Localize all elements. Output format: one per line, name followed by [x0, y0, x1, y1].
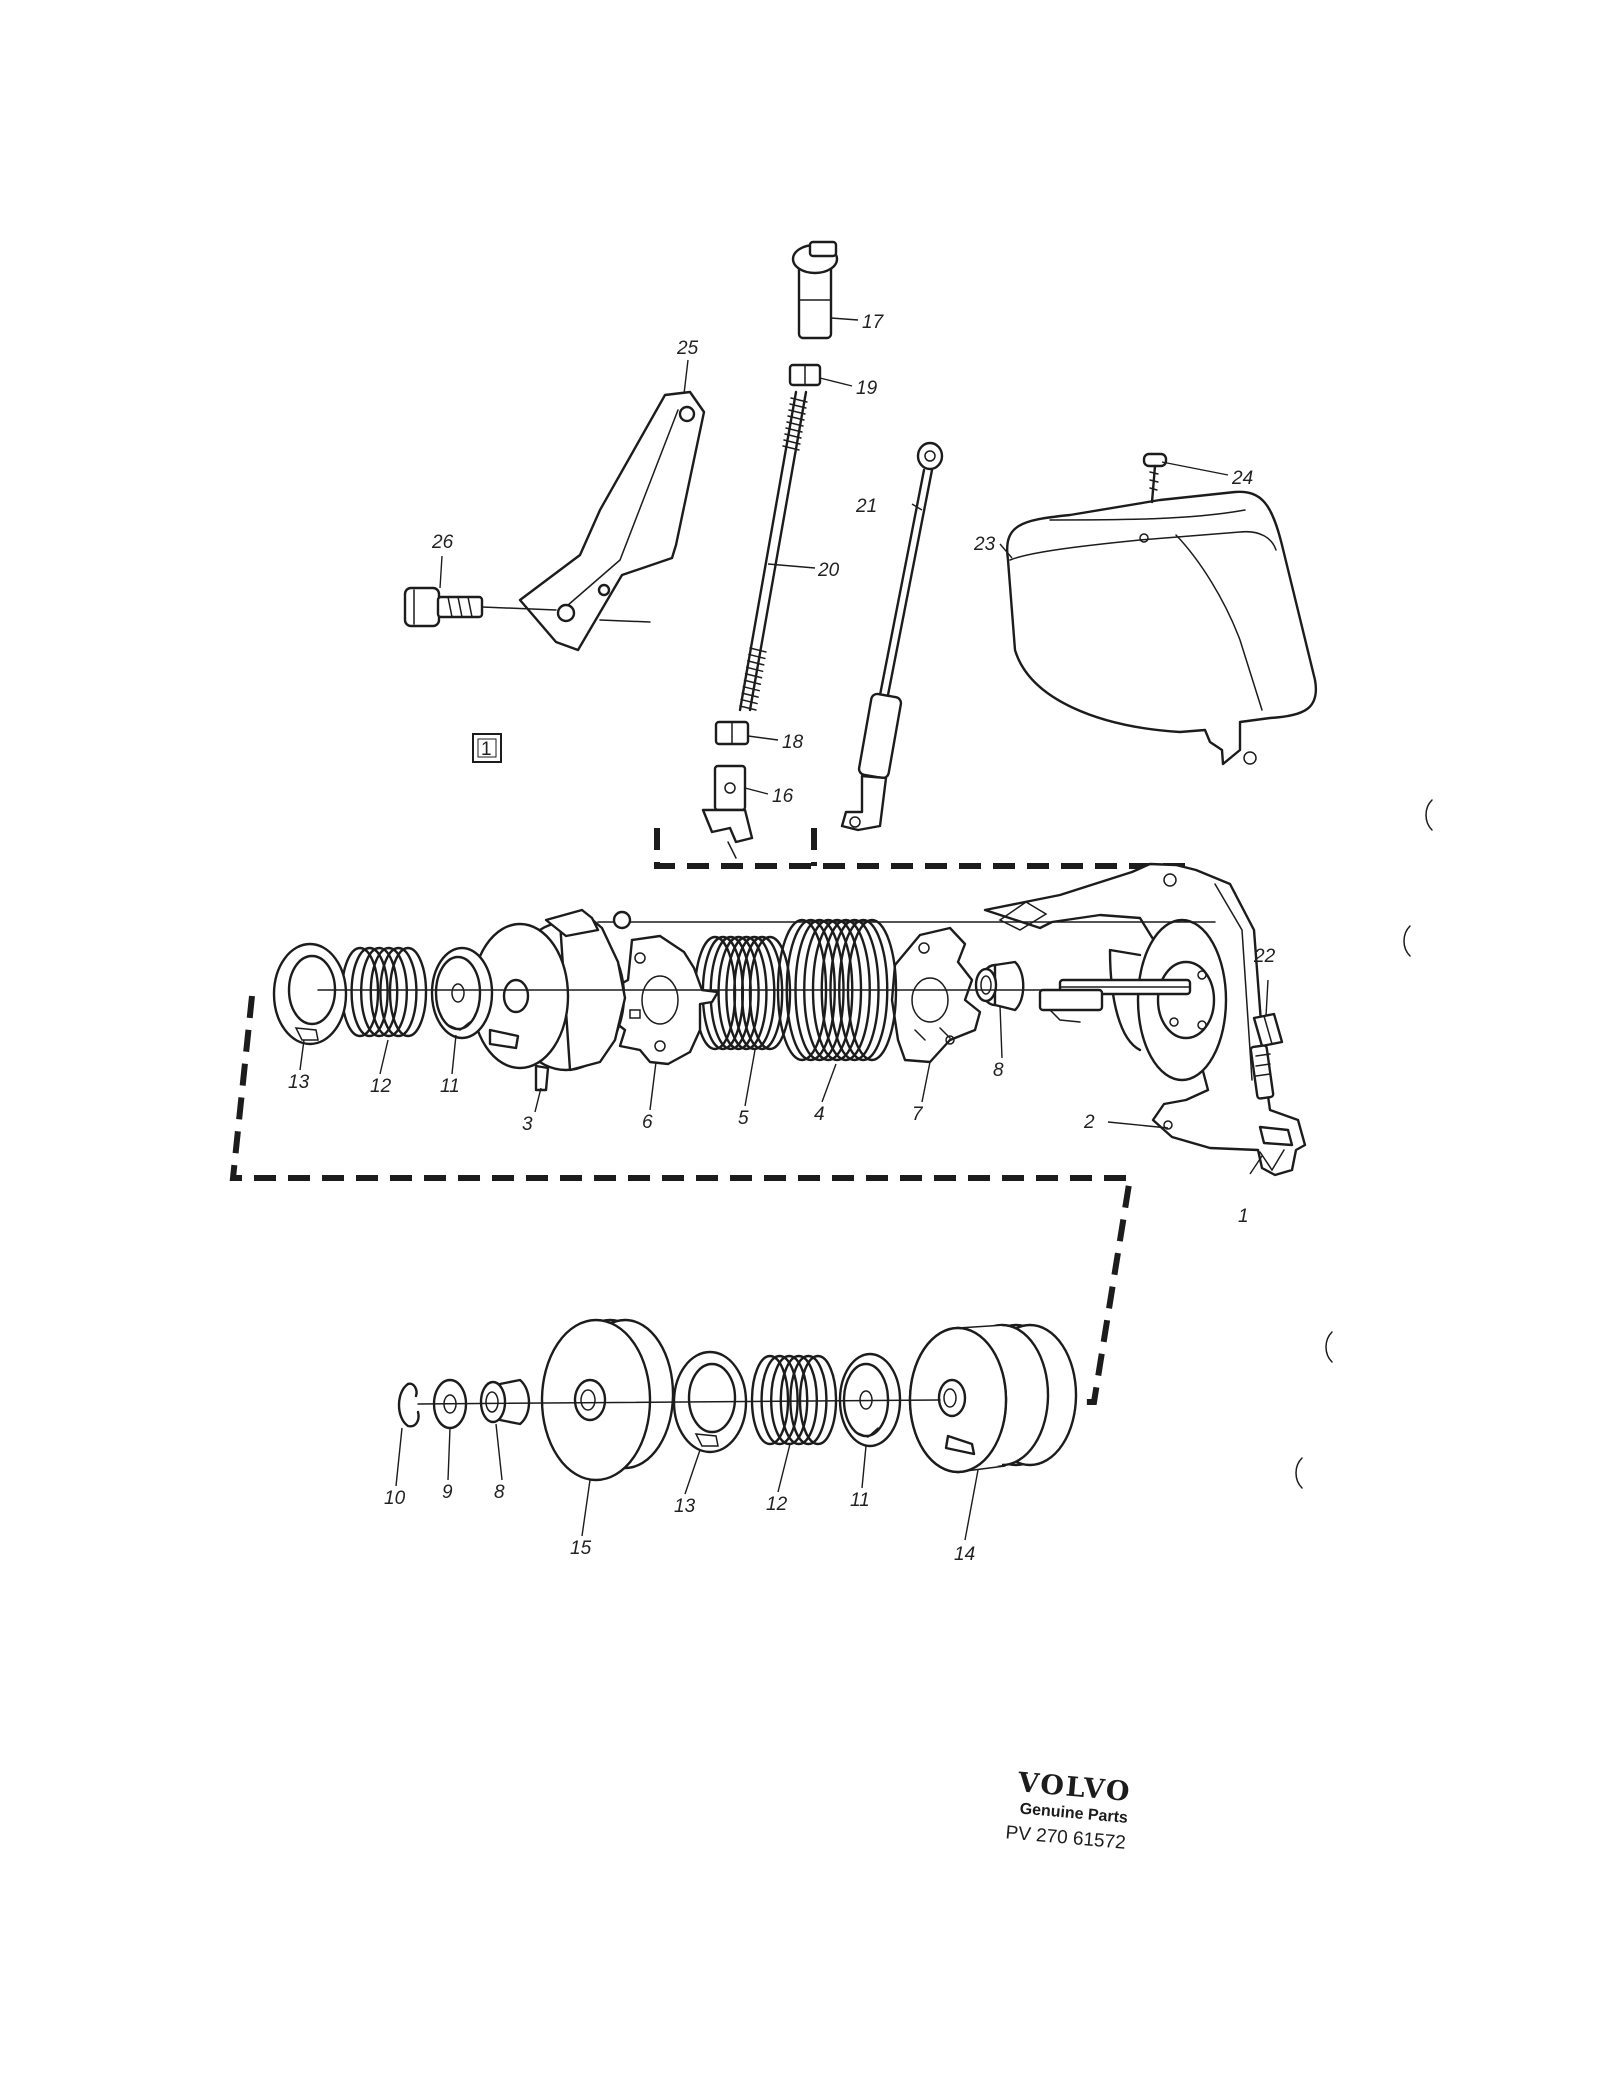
callout-8-upper: 8 — [993, 1060, 1004, 1081]
callout-16: 16 — [772, 786, 794, 807]
callout-8-lower: 8 — [494, 1482, 505, 1503]
callout-22: 22 — [1253, 946, 1276, 967]
callout-11-lower: 11 — [850, 1490, 870, 1511]
hex-bolt-part — [403, 586, 557, 628]
callout-18: 18 — [782, 732, 804, 753]
spring-housing-part — [470, 908, 632, 1092]
callout-25: 25 — [676, 338, 699, 359]
callout-17: 17 — [862, 312, 885, 333]
nut-part-lower — [714, 720, 750, 746]
callout-20: 20 — [817, 560, 840, 581]
group-number-box: 1 — [472, 733, 502, 763]
callout-11-upper: 11 — [440, 1076, 460, 1097]
support-bracket-part — [518, 390, 706, 652]
cam-plate-part — [890, 926, 982, 1064]
part-number-code: PV 270 61572 — [1005, 1822, 1127, 1853]
callout-3: 3 — [522, 1114, 533, 1135]
spring-part — [693, 935, 792, 1051]
callout-23: 23 — [973, 534, 996, 555]
callout-13-lower: 13 — [674, 1496, 696, 1517]
housing-shaft-part — [1038, 918, 1228, 1082]
spring-cup-part-upper — [430, 946, 494, 1040]
ball-socket-part — [791, 240, 839, 340]
callout-12-lower: 12 — [766, 1494, 788, 1515]
callout-14: 14 — [954, 1544, 975, 1565]
cover-housing-part — [1005, 490, 1318, 766]
callout-9: 9 — [442, 1482, 453, 1503]
callout-13-upper: 13 — [288, 1072, 310, 1093]
pulley-part — [540, 1318, 675, 1482]
callout-labels: 17 19 25 21 24 26 20 23 18 16 22 13 12 1… — [288, 312, 1276, 1565]
callout-24: 24 — [1231, 468, 1253, 489]
volvo-parts-stamp: VOLVO Genuine Parts PV 270 61572 — [1005, 1767, 1133, 1854]
callout-6: 6 — [642, 1112, 653, 1133]
coil-spring-part-upper — [340, 946, 428, 1038]
callout-leader-lines — [299, 317, 1269, 1541]
callout-15: 15 — [570, 1538, 592, 1559]
lock-washer-part-upper — [272, 942, 348, 1046]
callout-5: 5 — [738, 1108, 749, 1129]
cable-drum-part — [908, 1323, 1078, 1474]
retainer-plate-part — [608, 934, 720, 1066]
coil-spring-part-lower — [750, 1354, 838, 1446]
group-number: 1 — [481, 739, 492, 760]
circlip-part — [397, 1382, 420, 1428]
callout-12-upper: 12 — [370, 1076, 392, 1097]
bracket-bolt-part — [1249, 1012, 1284, 1100]
callout-1: 1 — [1238, 1206, 1249, 1227]
callout-26: 26 — [431, 532, 454, 553]
callout-4: 4 — [814, 1104, 825, 1125]
threaded-rod-part — [738, 390, 808, 712]
callout-19: 19 — [856, 378, 878, 399]
pushrod-part — [840, 441, 944, 832]
cover-screw-part — [1142, 452, 1168, 504]
nut-part-upper — [788, 363, 822, 387]
bushing-part-lower — [479, 1378, 531, 1426]
callout-10: 10 — [384, 1488, 406, 1509]
bushing-part-upper — [974, 960, 1025, 1012]
callout-7: 7 — [912, 1104, 924, 1125]
margin-marks — [1295, 799, 1433, 1489]
callout-2: 2 — [1083, 1112, 1095, 1133]
assembly-axis-lines — [317, 921, 1216, 1405]
callout-21: 21 — [855, 496, 877, 517]
clevis-part — [701, 764, 754, 859]
